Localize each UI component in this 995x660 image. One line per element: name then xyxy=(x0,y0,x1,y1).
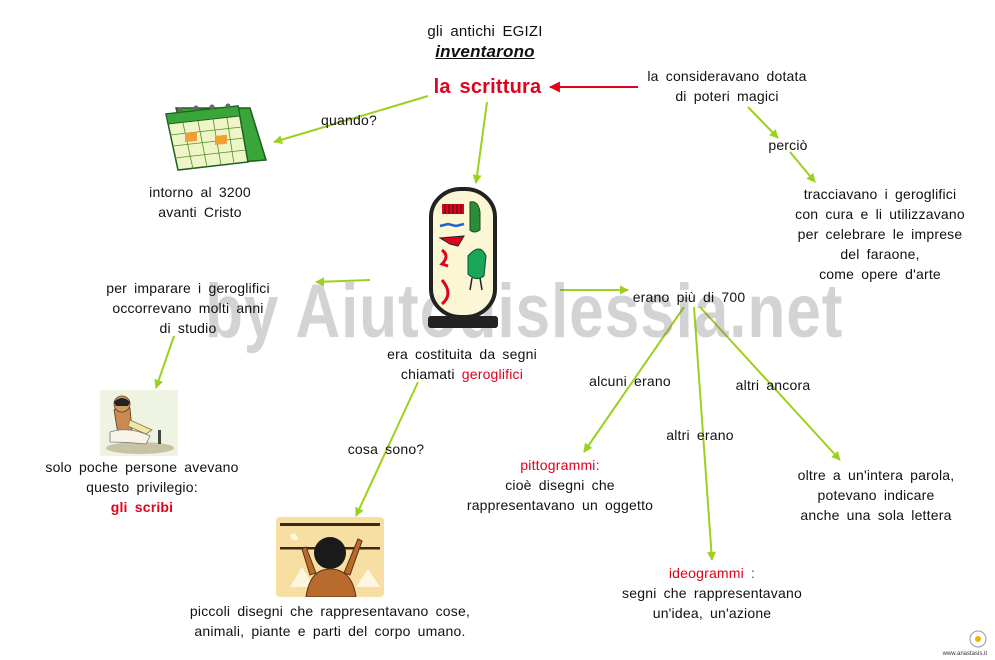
arrow-magic-percio xyxy=(747,106,779,139)
tracciavano-line4: del faraone, xyxy=(840,246,920,262)
scribi-line1: solo poche persone avevano xyxy=(45,459,239,475)
arrow-costituita-painter xyxy=(355,381,419,517)
pittogrammi-line2: cioè disegni che xyxy=(505,477,615,493)
anastasis-logo-icon xyxy=(969,630,987,648)
pictogram-painter-icon xyxy=(276,517,384,597)
title-line1: gli antichi EGIZI xyxy=(427,23,543,40)
cosa-sono-label: cosa sono? xyxy=(347,441,425,457)
arrow-scrittura-quando xyxy=(273,95,429,144)
costituita-line2: chiamati geroglifici xyxy=(372,364,552,384)
disegni-line2: animali, piante e parti del corpo umano. xyxy=(194,623,466,639)
lettera-line3: anche una sola lettera xyxy=(800,507,952,523)
tracciavano-line5: come opere d'arte xyxy=(819,266,941,282)
costituita-line1: era costituita da segni xyxy=(387,346,537,362)
altri-ancora-label: altri ancora xyxy=(735,377,811,393)
magic-line1: la consideravano dotata xyxy=(647,68,807,84)
pittogrammi-node: pittogrammi: cioè disegni che rappresent… xyxy=(450,455,670,515)
costituita-node: era costituita da segni chiamati gerogli… xyxy=(372,344,552,384)
tracciavano-line3: per celebrare le imprese xyxy=(797,226,963,242)
costituita-line2-red: geroglifici xyxy=(461,366,524,382)
quando-label: quando? xyxy=(321,112,377,128)
magic-line2: di poteri magici xyxy=(675,88,779,104)
pittogrammi-line3: rappresentavano un oggetto xyxy=(466,497,654,513)
lettera-node: oltre a un'intera parola, potevano indic… xyxy=(776,465,976,525)
arrow-cartouche-imparare xyxy=(315,277,371,287)
scribe-icon xyxy=(100,390,178,456)
tracciavano-line1: tracciavano i geroglifici xyxy=(803,186,957,202)
magic-node: la consideravano dotata di poteri magici xyxy=(632,66,822,106)
lettera-line1: oltre a un'intera parola, xyxy=(797,467,955,483)
arrow-700-lettera xyxy=(699,306,841,461)
calendar-icon xyxy=(165,103,267,171)
title-line2: inventarono xyxy=(435,42,535,61)
pittogrammi-red: pittogrammi: xyxy=(520,457,600,473)
scribi-red: gli scribi xyxy=(110,499,174,515)
date-node: intorno al 3200 avanti Cristo xyxy=(135,182,265,222)
altri-erano-label: altri erano xyxy=(666,427,734,443)
percio-label: perciò xyxy=(768,137,808,153)
imparare-node: per imparare i geroglifici occorrevano m… xyxy=(78,278,298,338)
ideogrammi-red: ideogrammi : xyxy=(668,565,756,581)
disegni-node: piccoli disegni che rappresentavano cose… xyxy=(160,601,500,641)
imparare-line3: di studio xyxy=(159,320,217,336)
arrow-700-ideogrammi xyxy=(693,306,716,561)
alcuni-label: alcuni erano xyxy=(589,373,671,389)
arrow-700-pittogrammi xyxy=(583,306,685,453)
imparare-line1: per imparare i geroglifici xyxy=(106,280,270,296)
ideogrammi-line3: un'idea, un'azione xyxy=(652,605,772,621)
title-block: gli antichi EGIZI inventarono xyxy=(395,22,575,62)
scribi-node: solo poche persone avevano questo privil… xyxy=(22,457,262,517)
tracciavano-line2: con cura e li utilizzavano xyxy=(795,206,965,222)
erano700-label: erano più di 700 xyxy=(632,289,746,305)
cartouche-icon xyxy=(428,187,498,328)
tracciavano-node: tracciavano i geroglifici con cura e li … xyxy=(780,184,980,284)
watermark: by Aiutodislessia.net xyxy=(205,269,844,354)
main-topic: la scrittura xyxy=(433,76,542,98)
lettera-line2: potevano indicare xyxy=(817,487,935,503)
footer-url: www.anastasis.it xyxy=(942,651,987,657)
arrow-scrittura-cartouche xyxy=(472,101,488,184)
date-line2: avanti Cristo xyxy=(158,204,242,220)
arrow-percio-tracciavano xyxy=(789,151,816,183)
costituita-line2-prefix: chiamati xyxy=(400,366,462,382)
scribi-line2: questo privilegio: xyxy=(86,479,198,495)
date-line1: intorno al 3200 xyxy=(149,184,251,200)
arrow-imparare-scribe xyxy=(154,335,175,389)
ideogrammi-line2: segni che rappresentavano xyxy=(622,585,802,601)
disegni-line1: piccoli disegni che rappresentavano cose… xyxy=(189,603,471,619)
ideogrammi-node: ideogrammi : segni che rappresentavano u… xyxy=(605,563,819,623)
imparare-line2: occorrevano molti anni xyxy=(112,300,264,316)
